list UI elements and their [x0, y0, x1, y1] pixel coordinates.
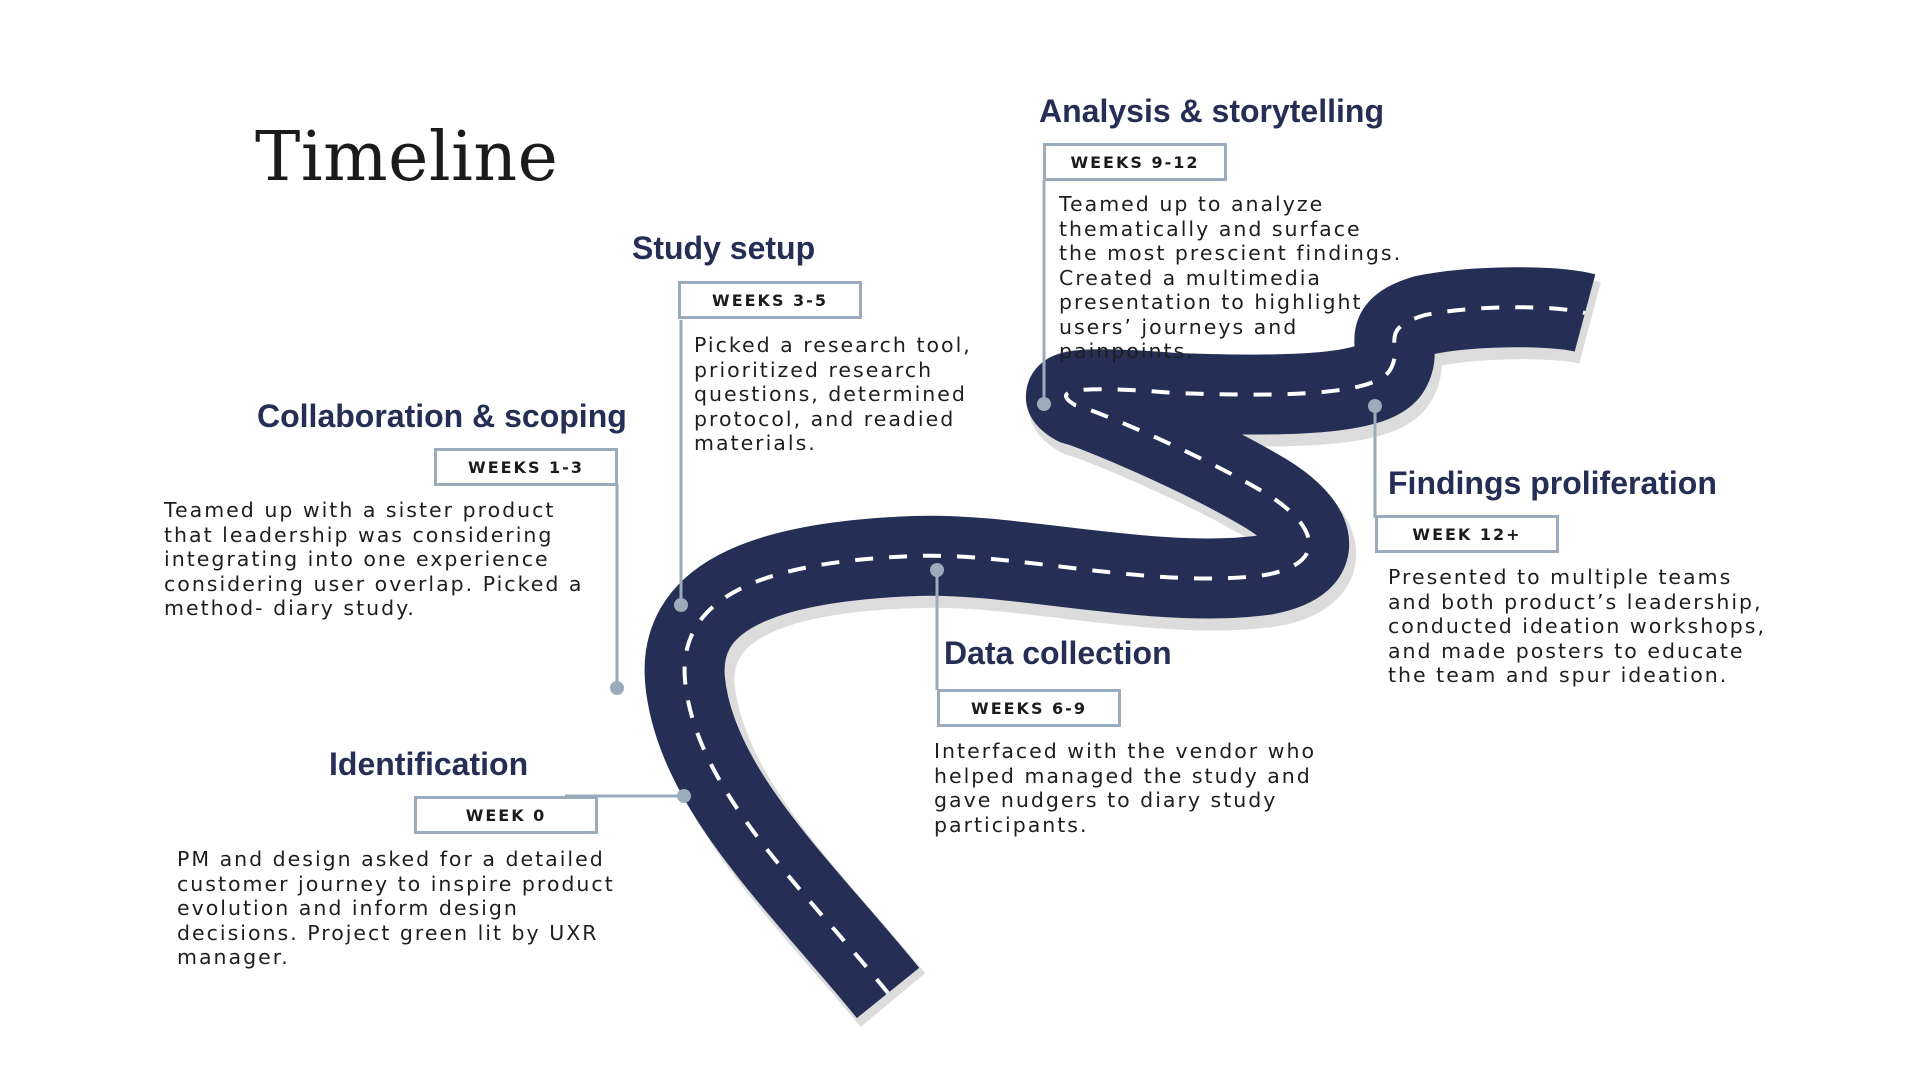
stage-weeks-badge: WEEKS 6-9 — [937, 689, 1121, 727]
connector-findings-proliferation — [1368, 399, 1382, 518]
stage-heading: Study setup — [632, 230, 816, 266]
stage-description: Picked a research tool, prioritized rese… — [694, 333, 972, 455]
stage-heading: Identification — [329, 746, 529, 782]
stage-description: Interfaced with the vendor who helped ma… — [934, 739, 1317, 837]
stage-weeks-badge: WEEK 0 — [414, 796, 598, 834]
stage-description: Teamed up with a sister product that lea… — [164, 498, 584, 620]
stage-heading: Findings proliferation — [1388, 465, 1717, 501]
stage-weeks-badge: WEEKS 3-5 — [678, 281, 862, 319]
stage-heading: Collaboration & scoping — [257, 398, 627, 434]
stage-description: PM and design asked for a detailed custo… — [177, 847, 615, 969]
page-title: Timeline — [255, 118, 559, 197]
road-center-line — [682, 305, 1586, 995]
connector-study-setup — [674, 320, 688, 612]
connector-collaboration-scoping — [610, 484, 624, 695]
connector-data-collection — [930, 563, 944, 690]
stage-weeks-badge: WEEKS 1-3 — [434, 448, 618, 486]
connector-analysis-storytelling — [1037, 180, 1051, 411]
stage-description: Presented to multiple teams and both pro… — [1388, 565, 1766, 687]
stage-description: Teamed up to analyze thematically and su… — [1059, 192, 1403, 363]
stage-weeks-badge: WEEK 12+ — [1375, 515, 1559, 553]
stage-heading: Analysis & storytelling — [1039, 93, 1384, 129]
stage-heading: Data collection — [944, 635, 1172, 671]
stage-weeks-badge: WEEKS 9-12 — [1043, 143, 1227, 181]
